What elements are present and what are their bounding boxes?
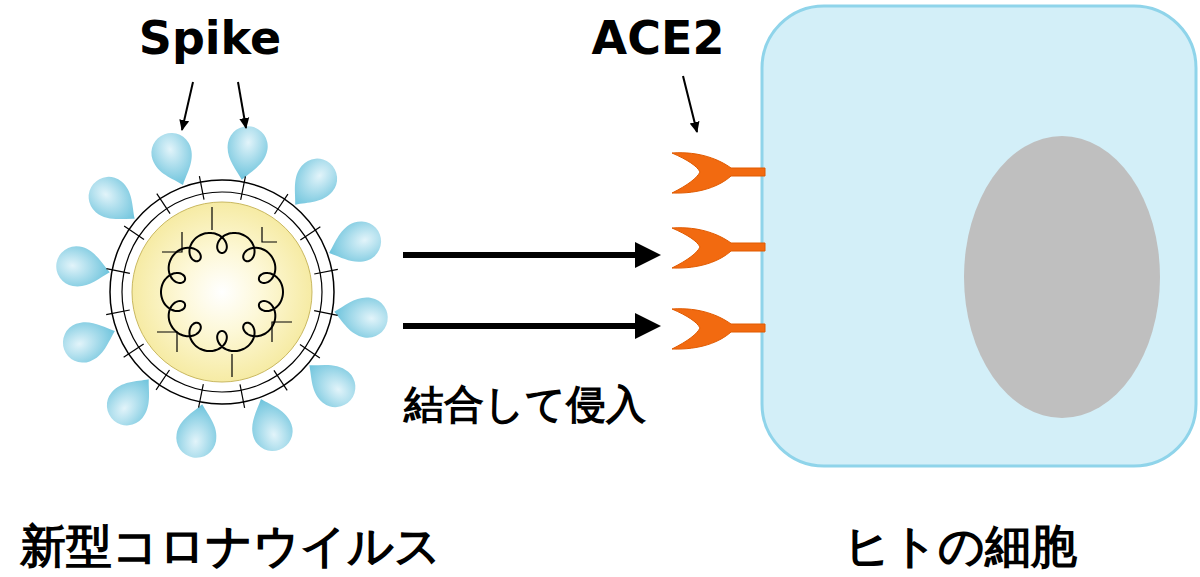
leader-line bbox=[182, 82, 193, 130]
virus-core bbox=[132, 202, 312, 382]
virus-drawing bbox=[53, 123, 391, 461]
inner-envelope bbox=[122, 192, 322, 392]
membrane-proteins bbox=[106, 176, 338, 408]
matrix-lines bbox=[157, 207, 292, 377]
cell-body bbox=[762, 6, 1196, 466]
part-name: ACE2 bbox=[592, 14, 725, 62]
virus-name: 新型コロナウイルス bbox=[20, 522, 441, 570]
arrow-connector bbox=[403, 323, 647, 329]
cell-node: ヒトの細胞 bbox=[665, 5, 1197, 467]
ace2-receptors bbox=[672, 153, 765, 349]
outer-envelope bbox=[110, 180, 334, 404]
edge-label: 結合して侵入 bbox=[404, 383, 646, 425]
leader-line bbox=[238, 82, 246, 128]
spikes bbox=[53, 123, 391, 461]
virus-node: 新型コロナウイルス bbox=[65, 135, 395, 450]
rna-coil bbox=[161, 233, 283, 351]
leader-line bbox=[683, 76, 697, 132]
part-name: Spike bbox=[139, 14, 281, 62]
arrow-connector bbox=[403, 252, 647, 258]
nucleus bbox=[964, 136, 1160, 418]
cell-name: ヒトの細胞 bbox=[844, 522, 1077, 570]
